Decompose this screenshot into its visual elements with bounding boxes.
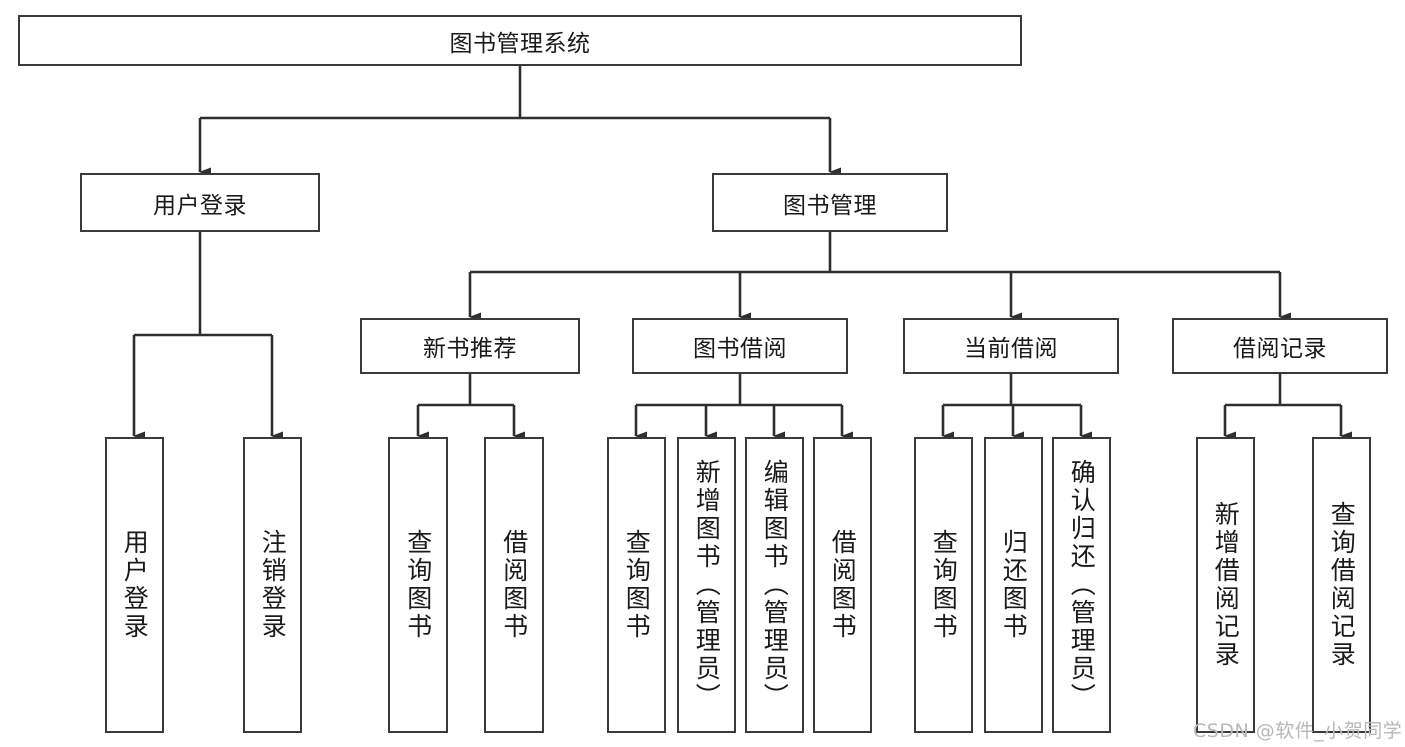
node-label: 图书管理: [783, 192, 877, 219]
node-level2-book-manage: 图书管理: [712, 173, 948, 232]
node-level3-borrow-record: 借阅记录: [1172, 318, 1388, 374]
node-leaf-leaf-add-book-admin: 新增图书（管理员）: [677, 437, 736, 733]
node-label: 借阅图书: [499, 529, 529, 641]
node-leaf-leaf-user-login: 用户登录: [105, 437, 164, 733]
node-label: 借阅记录: [1233, 336, 1327, 362]
node-label: 查询图书: [622, 529, 652, 641]
node-leaf-leaf-add-borrow-record: 新增借阅记录: [1196, 437, 1255, 733]
node-leaf-leaf-query-book-current: 查询图书: [914, 437, 973, 733]
csdn-watermark: CSDN @软件_小贺同学: [1193, 720, 1403, 742]
node-label: 查询借阅记录: [1327, 501, 1357, 669]
connector-lines: [132, 66, 1352, 441]
node-level3-current-borrow: 当前借阅: [903, 318, 1119, 374]
node-leaf-leaf-query-book-rec: 查询图书: [388, 437, 448, 733]
node-label: 图书管理系统: [449, 30, 591, 57]
node-label: 借阅图书: [828, 529, 858, 641]
node-label: 新书推荐: [423, 336, 517, 362]
node-level3-new-book-rec: 新书推荐: [360, 318, 580, 374]
node-leaf-leaf-confirm-return-admin: 确认归还（管理员）: [1052, 437, 1111, 733]
node-label: 编辑图书（管理员）: [760, 459, 790, 711]
node-level3-book-borrow: 图书借阅: [632, 318, 848, 374]
node-leaf-leaf-edit-book-admin: 编辑图书（管理员）: [745, 437, 804, 733]
node-label: 图书借阅: [693, 336, 787, 362]
node-leaf-leaf-query-borrow-record: 查询借阅记录: [1312, 437, 1371, 733]
node-leaf-leaf-query-book-borrow: 查询图书: [607, 437, 666, 733]
node-label: 注销登录: [258, 529, 288, 641]
node-level2-user-login: 用户登录: [80, 173, 320, 232]
node-leaf-leaf-return-book: 归还图书: [984, 437, 1043, 733]
node-leaf-leaf-logout-login: 注销登录: [243, 437, 302, 733]
node-label: 查询图书: [403, 529, 433, 641]
node-label: 确认归还（管理员）: [1067, 459, 1097, 711]
node-label: 用户登录: [120, 529, 150, 641]
node-label: 用户登录: [153, 192, 247, 219]
node-label: 新增借阅记录: [1211, 501, 1241, 669]
node-leaf-leaf-borrow-book: 借阅图书: [813, 437, 872, 733]
node-label: 归还图书: [999, 529, 1029, 641]
node-label: 查询图书: [929, 529, 959, 641]
node-root-root: 图书管理系统: [18, 15, 1022, 66]
node-label: 当前借阅: [964, 336, 1058, 362]
node-label: 新增图书（管理员）: [692, 459, 722, 711]
node-leaf-leaf-borrow-book-rec: 借阅图书: [484, 437, 544, 733]
